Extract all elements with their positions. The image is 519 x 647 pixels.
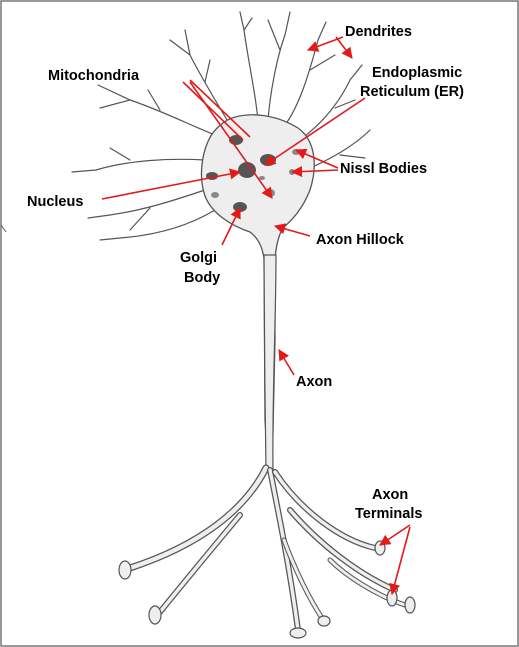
axon-branches [119, 468, 415, 638]
neuron [72, 12, 415, 638]
label-axon: Axon [296, 374, 332, 390]
label-nissl-bodies: Nissl Bodies [340, 161, 427, 177]
label-nucleus: Nucleus [27, 194, 83, 210]
label-axon-hillock: Axon Hillock [316, 232, 405, 248]
soma [201, 115, 314, 475]
label-dendrites: Dendrites [345, 24, 412, 40]
label-er-line2: Reticulum (ER) [360, 84, 464, 100]
labels: Dendrites Mitochondria Endoplasmic Retic… [27, 24, 464, 522]
label-golgi-line2: Body [184, 270, 220, 286]
nucleus-shape [238, 162, 256, 178]
label-mitochondria: Mitochondria [48, 68, 140, 84]
axon-shaft [264, 255, 276, 470]
label-terminals-line2: Terminals [355, 506, 422, 522]
label-terminals-line1: Axon [372, 487, 408, 503]
label-er-line1: Endoplasmic [372, 65, 462, 81]
label-golgi-line1: Golgi [180, 250, 217, 266]
